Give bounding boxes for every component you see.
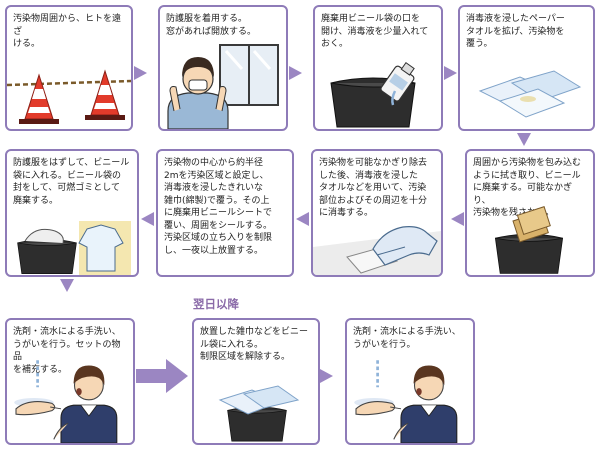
next-day-heading: 翌日以降 — [193, 297, 239, 311]
step-text: 洗剤・流水による手洗い、 うがいを行う。 — [353, 327, 461, 350]
step-card-2: 防護服を着用する。 窓があれば開放する。 — [158, 5, 288, 131]
arrow-big-right — [136, 359, 188, 393]
arrow-right-2 — [289, 66, 302, 80]
step-card-10: 放置した雑巾などをビニー ル袋に入れる。 制限区域を解除する。 — [192, 318, 320, 445]
step-card-8: 防護服をはずして、ビニール 袋に入れる。ビニール袋の 封をして、可燃ゴミとして … — [5, 149, 139, 277]
step-text: 放置した雑巾などをビニー ル袋に入れる。 制限区域を解除する。 — [200, 327, 309, 362]
person-handwash-icon — [352, 358, 459, 443]
step-text: 汚染物を可能なかぎり除去 した後、消毒液を浸した タオルなどを用いて、汚染 部位… — [319, 158, 428, 218]
step-text: 廃棄用ビニール袋の口を 開け、消毒液を少量入れて おく。 — [321, 14, 429, 49]
arrow-right-1 — [134, 66, 147, 80]
arrow-left-3 — [141, 212, 154, 226]
step-text: 周囲から汚染物を包み込む ように拭き取り、ビニール に廃棄する。可能なかぎり、 … — [473, 158, 582, 218]
step-card-6: 汚染物を可能なかぎり除去 した後、消毒液を浸した タオルなどを用いて、汚染 部位… — [311, 149, 443, 277]
step-text: 防護服をはずして、ビニール 袋に入れる。ビニール袋の 封をして、可燃ゴミとして … — [13, 158, 130, 206]
step-card-9: 洗剤・流水による手洗い、 うがいを行う。セットの物品 を補充する。 — [5, 318, 135, 445]
arrow-down-1 — [517, 133, 531, 146]
step-card-3: 廃棄用ビニール袋の口を 開け、消毒液を少量入れて おく。 — [313, 5, 443, 131]
arrow-left-2 — [296, 212, 309, 226]
bag-cloths-icon — [218, 385, 300, 442]
step-text: 洗剤・流水による手洗い、 うがいを行う。セットの物品 を補充する。 — [13, 327, 121, 375]
step-card-1: 汚染物周囲から、ヒトを遠ざ ける。 — [5, 5, 133, 131]
arrow-right-3 — [444, 66, 457, 80]
bag-waste-icon — [494, 206, 564, 274]
step-card-4: 消毒液を浸したペーパー タオルを拡げ、汚染物を 覆う。 — [458, 5, 595, 131]
step-card-11: 洗剤・流水による手洗い、 うがいを行う。 — [345, 318, 475, 445]
bag-gown-icon — [17, 221, 131, 275]
arrow-left-1 — [451, 212, 464, 226]
step-text: 消毒液を浸したペーパー タオルを拡げ、汚染物を 覆う。 — [466, 14, 565, 49]
arrow-right-4 — [320, 369, 333, 383]
wiping-hand-icon — [313, 226, 441, 275]
arrow-down-2 — [60, 279, 74, 292]
step-text: 汚染物周囲から、ヒトを遠ざ ける。 — [13, 14, 122, 49]
step-text: 防護服を着用する。 窓があれば開放する。 — [166, 14, 257, 37]
step-text: 汚染物の中心から約半径 2mを汚染区域と設定し、 消毒液を浸したきれいな 雑巾(… — [164, 158, 273, 256]
step-card-7: 汚染物の中心から約半径 2mを汚染区域と設定し、 消毒液を浸したきれいな 雑巾(… — [156, 149, 294, 277]
traffic-cones-icon — [7, 69, 131, 124]
step-card-5: 周囲から汚染物を包み込む ように拭き取り、ビニール に廃棄する。可能なかぎり、 … — [465, 149, 595, 277]
person-handwash-icon — [12, 358, 119, 443]
paper-towels-icon — [478, 70, 582, 118]
person-mask-icon — [167, 44, 279, 129]
bag-disinfectant-icon — [330, 62, 416, 128]
